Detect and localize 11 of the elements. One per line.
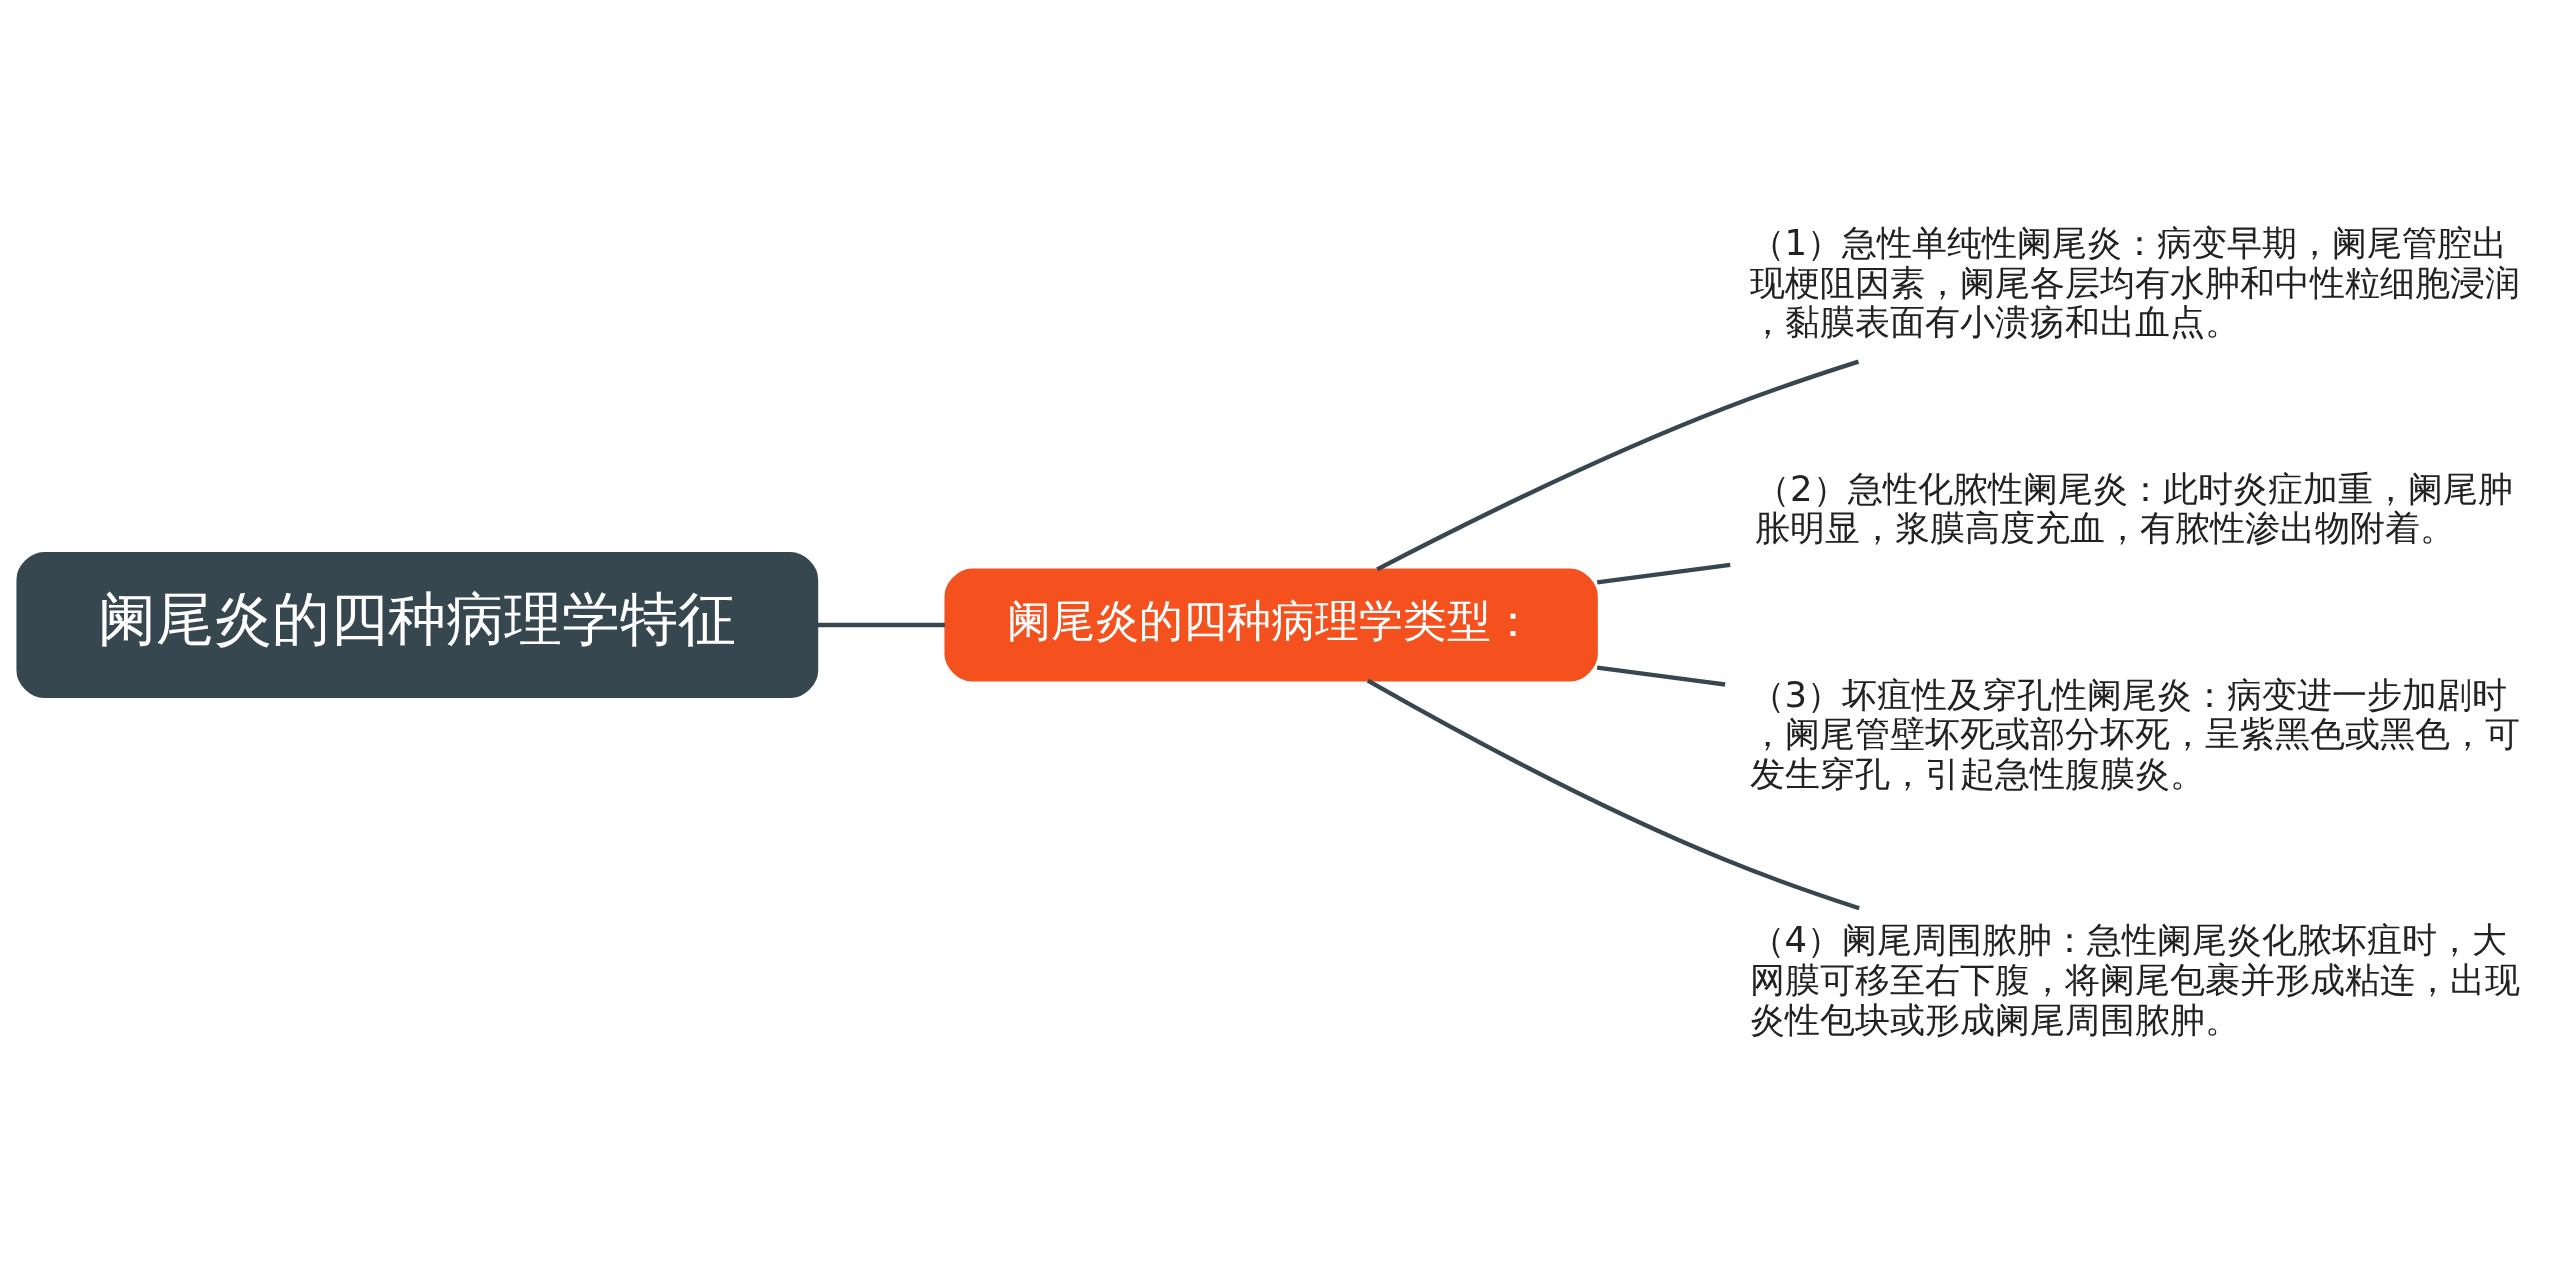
connector <box>1596 665 1726 687</box>
connector <box>1596 562 1731 585</box>
connector <box>1376 359 1860 572</box>
node-text: （3）坏疽性及穿孔性阑尾炎：病变进一步加剧时，阑尾管壁坏死或部分坏死，呈紫黑色或黑色，可发生穿孔，引起急性腹膜炎。 <box>1749 673 2520 795</box>
node-text: （4）阑尾周围脓肿：急性阑尾炎化脓坏疽时，大网膜可移至右下腹，将阑尾包裹并形成粘连，出现炎性包块或形成阑尾周围脓肿。 <box>1749 919 2520 1041</box>
node-box: 阑尾炎的四种病理学类型： <box>944 568 1598 682</box>
connector <box>1366 678 1860 911</box>
connector <box>817 622 945 628</box>
node-text: （2）急性化脓性阑尾炎：此时炎症加重，阑尾肿胀明显，浆膜高度充血，有脓性渗出物附着。 <box>1755 467 2513 549</box>
node-box: 阑尾炎的四种病理学特征 <box>16 551 819 699</box>
node-text: （1）急性单纯性阑尾炎：病变早期，阑尾管腔出现梗阻因素，阑尾各层均有水肿和中性粒细胞浸润，黏膜表面有小溃疡和出血点。 <box>1749 221 2520 343</box>
